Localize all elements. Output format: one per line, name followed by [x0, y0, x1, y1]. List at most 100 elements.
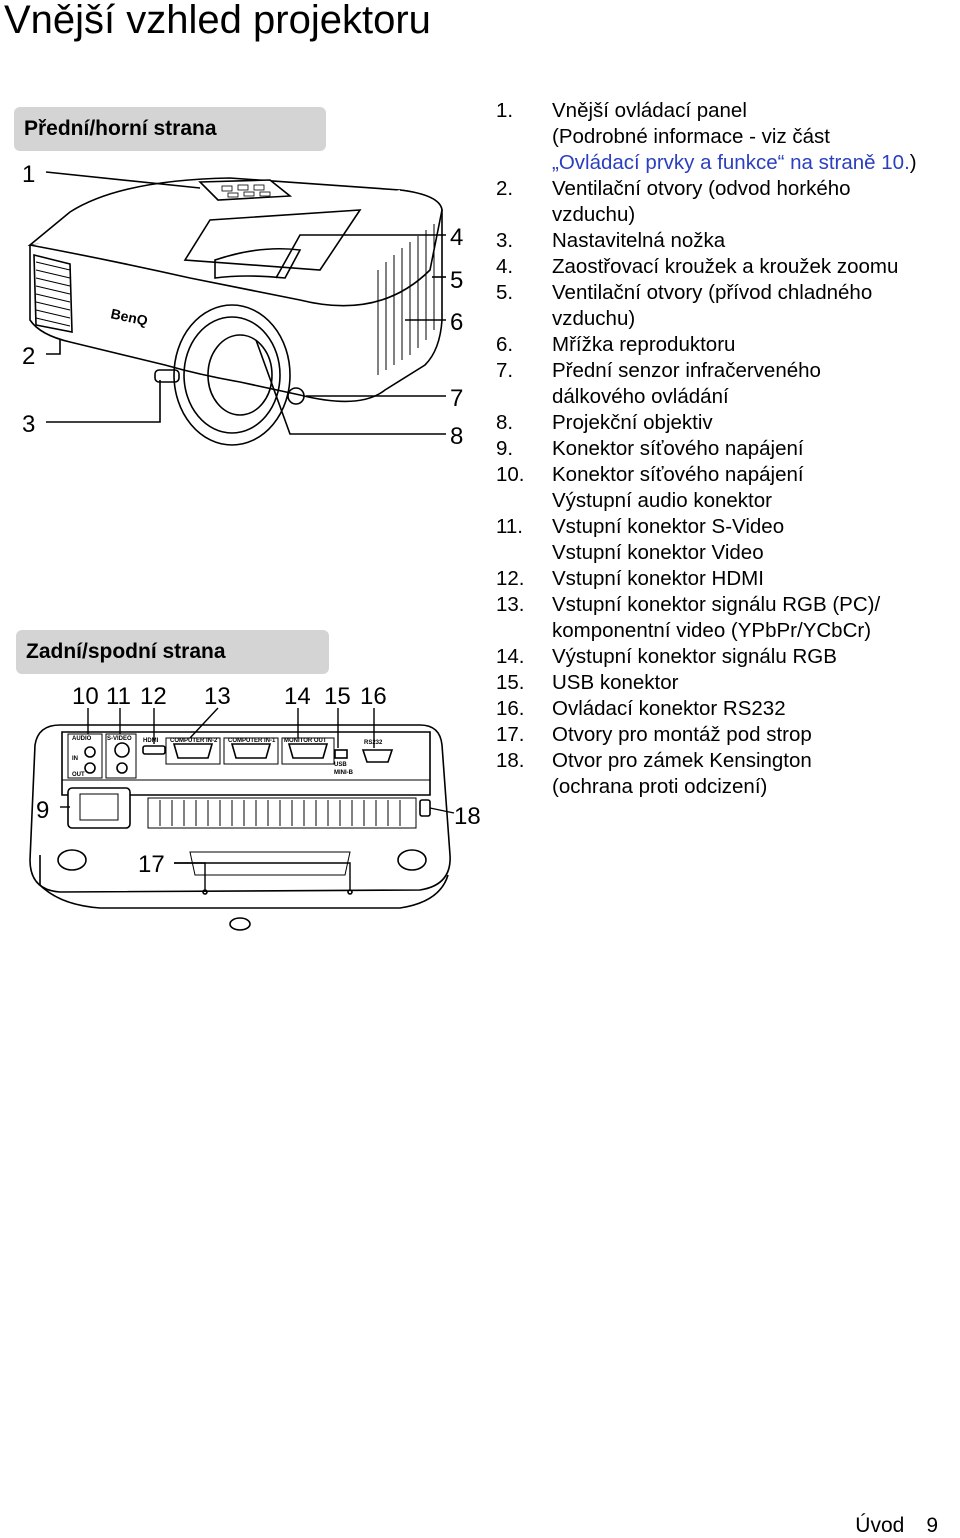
page-footer: Úvod 9	[855, 1514, 938, 1538]
item-line: Nastavitelná nožka	[552, 229, 726, 252]
item-number: 4.	[496, 255, 514, 278]
list-item: 9. Konektor síťového napájení	[496, 436, 956, 462]
item-number: 5.	[496, 281, 514, 304]
port-label-audio: AUDIO	[72, 736, 92, 742]
list-item: 8. Projekční objektiv	[496, 410, 956, 436]
item-number: 18.	[496, 749, 525, 772]
callout-10: 10	[72, 683, 99, 710]
port-label-svideo: S-VIDEO	[107, 736, 132, 742]
list-item: 18. Otvor pro zámek Kensington (ochrana …	[496, 748, 956, 800]
port-label-computer1: COMPUTER IN-1	[228, 738, 276, 744]
list-item: 2. Ventilační otvory (odvod horkého vzdu…	[496, 176, 956, 228]
item-line: (Podrobné informace - viz část	[552, 125, 831, 148]
item-number: 3.	[496, 229, 514, 252]
port-label-monitor: MONITOR OUT	[284, 738, 327, 744]
callout-5: 5	[450, 267, 463, 294]
brand-logo: BenQ	[109, 305, 149, 328]
footer-section: Úvod	[855, 1514, 905, 1537]
section-front-label: Přední/horní strana	[24, 117, 217, 140]
port-label-out: OUT	[72, 772, 85, 778]
item-number: 8.	[496, 411, 514, 434]
list-item: 7. Přední senzor infračerveného dálkovéh…	[496, 358, 956, 410]
page-title: Vnější vzhled projektoru	[4, 0, 431, 42]
item-line: Konektor síťového napájení	[552, 463, 804, 486]
item-number: 2.	[496, 177, 514, 200]
callout-4: 4	[450, 224, 463, 251]
item-number: 17.	[496, 723, 525, 746]
list-item: 1. Vnější ovládací panel (Podrobné infor…	[496, 98, 956, 176]
callout-1: 1	[22, 161, 35, 188]
list-item: 13. Vstupní konektor signálu RGB (PC)/ k…	[496, 592, 956, 644]
list-item: 11. Vstupní konektor S-Video Vstupní kon…	[496, 514, 956, 566]
item-number: 10.	[496, 463, 525, 486]
item-line: Mřížka reproduktoru	[552, 333, 736, 356]
item-number: 6.	[496, 333, 514, 356]
section-back-label: Zadní/spodní strana	[26, 640, 226, 663]
port-label-computer2: COMPUTER IN-2	[170, 738, 218, 744]
list-item: 17. Otvory pro montáž pod strop	[496, 722, 956, 748]
port-label-usb: USB	[334, 762, 347, 768]
port-label-hdmi: HDMI	[143, 738, 159, 744]
callout-14: 14	[284, 683, 311, 710]
item-line: Ventilační otvory (přívod chladného	[552, 281, 873, 304]
item-line: Ventilační otvory (odvod horkého	[552, 177, 851, 200]
item-line: Otvory pro montáž pod strop	[552, 723, 812, 746]
item-line: Vstupní konektor HDMI	[552, 567, 764, 590]
item-number: 14.	[496, 645, 525, 668]
callout-6: 6	[450, 309, 463, 336]
item-line: (ochrana proti odcizení)	[552, 775, 768, 798]
item-line: vzduchu)	[552, 307, 636, 330]
item-line: USB konektor	[552, 671, 679, 694]
item-number: 13.	[496, 593, 525, 616]
callout-13: 13	[204, 683, 231, 710]
list-item: 5. Ventilační otvory (přívod chladného v…	[496, 280, 956, 332]
callout-2: 2	[22, 343, 35, 370]
item-line: Vstupní konektor signálu RGB (PC)/	[552, 593, 881, 616]
item-line: Konektor síťového napájení	[552, 437, 804, 460]
callout-15: 15	[324, 683, 351, 710]
item-number: 9.	[496, 437, 514, 460]
item-number: 11.	[496, 515, 523, 538]
item-line: Vnější ovládací panel	[552, 99, 747, 122]
list-item: 14. Výstupní konektor signálu RGB	[496, 644, 956, 670]
callout-12: 12	[140, 683, 167, 710]
item-line: vzduchu)	[552, 203, 636, 226]
item-number: 1.	[496, 99, 514, 122]
item-line: Projekční objektiv	[552, 411, 713, 434]
port-label-rs232: RS232	[364, 740, 383, 746]
list-item: 10. Konektor síťového napájení Výstupní …	[496, 462, 956, 514]
callout-8: 8	[450, 423, 463, 450]
item-line: Výstupní konektor signálu RGB	[552, 645, 837, 668]
item-number: 12.	[496, 567, 525, 590]
item-line: dálkového ovládání	[552, 385, 729, 408]
item-line: Ovládací konektor RS232	[552, 697, 786, 720]
list-item: 6. Mřížka reproduktoru	[496, 332, 956, 358]
item-line: Přední senzor infračerveného	[552, 359, 821, 382]
parts-list: 1. Vnější ovládací panel (Podrobné infor…	[496, 98, 956, 800]
list-item: 4. Zaostřovací kroužek a kroužek zoomu	[496, 254, 956, 280]
item-line: Vstupní konektor Video	[552, 541, 764, 564]
section-back-bottom: Zadní/spodní strana	[16, 630, 329, 674]
list-item: 12. Vstupní konektor HDMI	[496, 566, 956, 592]
item-line: komponentní video (YPbPr/YCbCr)	[552, 619, 872, 642]
callout-17: 17	[138, 851, 165, 878]
list-item: 16. Ovládací konektor RS232	[496, 696, 956, 722]
section-front-top: Přední/horní strana	[14, 107, 326, 151]
item-line: Otvor pro zámek Kensington	[552, 749, 812, 772]
callout-16: 16	[360, 683, 387, 710]
projector-back-illustration: AUDIO IN OUT S-VIDEO HDMI COMPUTER IN-2 …	[29, 683, 481, 931]
callout-11: 11	[106, 683, 131, 710]
list-item: 15. USB konektor	[496, 670, 956, 696]
item-number: 16.	[496, 697, 525, 720]
item-line-suffix: )	[909, 151, 917, 174]
projector-front-illustration: BenQ 1 2 3 4 5 6 7 8	[22, 161, 463, 450]
callout-9: 9	[36, 797, 49, 824]
cross-reference-link[interactable]: „Ovládací prvky a funkce“ na straně 10.	[552, 151, 910, 174]
item-number: 15.	[496, 671, 525, 694]
item-line: Výstupní audio konektor	[552, 489, 772, 512]
item-number: 7.	[496, 359, 514, 382]
callout-7: 7	[450, 385, 463, 412]
page-number: 9	[926, 1514, 938, 1537]
callout-18: 18	[454, 803, 481, 830]
port-label-in: IN	[72, 756, 78, 762]
